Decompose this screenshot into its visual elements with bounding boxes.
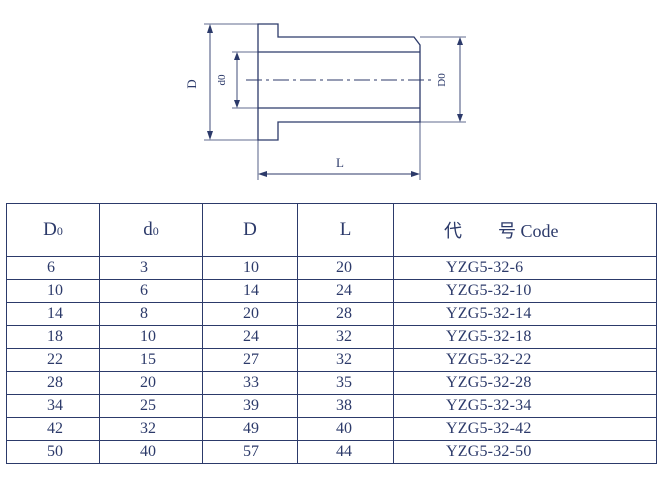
cell-D: 57 — [202, 440, 298, 464]
dim-D-label: D — [184, 79, 199, 88]
header-d0: d0 — [99, 203, 203, 257]
bushing-outline — [257, 23, 421, 141]
cell-code: YZG5-32-18 — [393, 325, 657, 349]
cell-code: YZG5-32-28 — [393, 371, 657, 395]
header-code: 代 号 Code — [393, 203, 657, 257]
cell-D0: 50 — [6, 440, 100, 464]
header-D: D — [202, 203, 298, 257]
cell-D0: 10 — [6, 279, 100, 303]
cell-d0: 15 — [99, 348, 203, 372]
bushing-technical-drawing: D d0 D0 L — [184, 23, 466, 180]
cell-code: YZG5-32-10 — [393, 279, 657, 303]
cell-L: 38 — [297, 394, 394, 418]
cell-D: 49 — [202, 417, 298, 441]
cell-L: 32 — [297, 348, 394, 372]
cell-d0: 40 — [99, 440, 203, 464]
cell-L: 28 — [297, 302, 394, 326]
cell-d0: 20 — [99, 371, 203, 395]
cell-d0: 6 — [99, 279, 203, 303]
header-L: L — [297, 203, 394, 257]
cell-L: 20 — [297, 256, 394, 280]
cell-L: 44 — [297, 440, 394, 464]
table-header-row: D0 d0 D L 代 号 Code — [6, 203, 657, 257]
cell-D0: 28 — [6, 371, 100, 395]
cell-D: 33 — [202, 371, 298, 395]
cell-D: 14 — [202, 279, 298, 303]
cell-D: 10 — [202, 256, 298, 280]
cell-D0: 42 — [6, 417, 100, 441]
cell-D0: 34 — [6, 394, 100, 418]
cell-code: YZG5-32-34 — [393, 394, 657, 418]
cell-code: YZG5-32-22 — [393, 348, 657, 372]
cell-L: 32 — [297, 325, 394, 349]
header-D0: D0 — [6, 203, 100, 257]
cell-d0: 25 — [99, 394, 203, 418]
dim-D0-label: D0 — [436, 73, 448, 87]
cell-d0: 10 — [99, 325, 203, 349]
cell-D: 39 — [202, 394, 298, 418]
cell-D0: 22 — [6, 348, 100, 372]
cell-code: YZG5-32-50 — [393, 440, 657, 464]
cell-L: 35 — [297, 371, 394, 395]
cell-d0: 8 — [99, 302, 203, 326]
cell-D: 27 — [202, 348, 298, 372]
cell-d0: 32 — [99, 417, 203, 441]
cell-L: 40 — [297, 417, 394, 441]
cell-D0: 14 — [6, 302, 100, 326]
cell-D: 20 — [202, 302, 298, 326]
cell-code: YZG5-32-14 — [393, 302, 657, 326]
cell-d0: 3 — [99, 256, 203, 280]
cell-D0: 18 — [6, 325, 100, 349]
cell-D: 24 — [202, 325, 298, 349]
cell-L: 24 — [297, 279, 394, 303]
cell-code: YZG5-32-6 — [393, 256, 657, 280]
dim-d0-label: d0 — [216, 74, 228, 86]
dim-L-label: L — [336, 155, 344, 170]
cell-D0: 6 — [6, 256, 100, 280]
cell-code: YZG5-32-42 — [393, 417, 657, 441]
